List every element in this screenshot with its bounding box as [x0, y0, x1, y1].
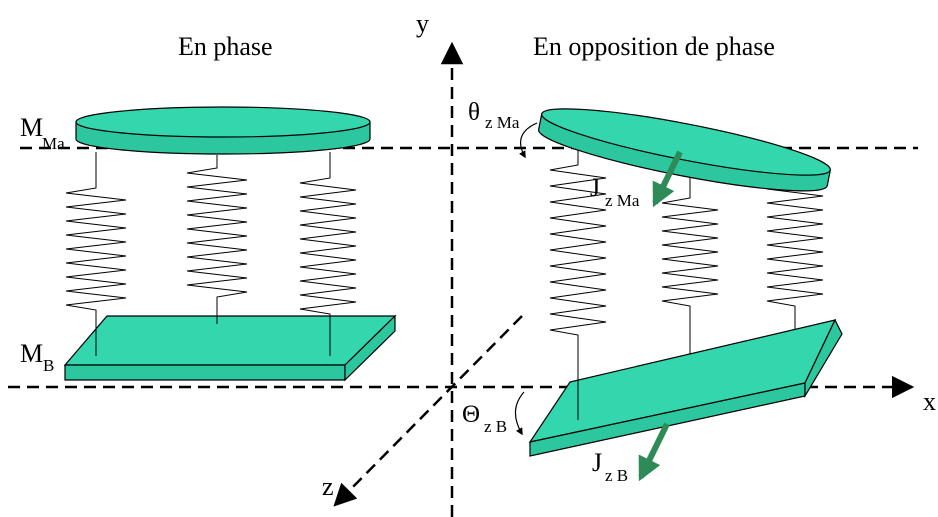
svg-text:J: J: [592, 448, 602, 477]
arrow-jz-b: [638, 422, 670, 482]
label-j-z-b: J z B: [592, 448, 628, 485]
label-theta-z-ma: θ z Ma: [468, 99, 520, 132]
svg-text:B: B: [43, 356, 54, 375]
label-mma: M Ma: [20, 113, 65, 153]
plate-mb-right: [528, 318, 843, 457]
spring-right-2: [766, 166, 824, 344]
label-j-z-ma: J z Ma: [590, 173, 640, 210]
svg-text:z B: z B: [484, 417, 507, 436]
spring-right-1: [299, 152, 357, 356]
x-axis-label: x: [923, 387, 936, 416]
disk-mma-right: [538, 108, 832, 192]
svg-text:J: J: [590, 173, 600, 202]
plate-mb-left: [63, 314, 397, 382]
svg-text:M: M: [20, 113, 43, 142]
svg-text:z B: z B: [605, 466, 628, 485]
spring-center-1: [186, 155, 248, 324]
z-axis-label: z: [322, 472, 334, 501]
spring-left-2: [549, 150, 607, 420]
arrow-jz-ma: [652, 150, 683, 208]
svg-text:z Ma: z Ma: [605, 191, 640, 210]
title-in-phase: En phase: [178, 32, 273, 61]
svg-text:z Ma: z Ma: [485, 113, 520, 132]
spring-left-1: [65, 152, 127, 356]
spring-center-2: [661, 170, 719, 363]
title-anti-phase: En opposition de phase: [533, 32, 775, 61]
svg-text:Θ: Θ: [462, 401, 480, 428]
rotation-arrow-theta-ma: [519, 122, 538, 159]
svg-text:θ: θ: [468, 99, 480, 126]
disk-mma-left: [75, 106, 371, 155]
label-theta-z-b: Θ z B: [462, 401, 507, 436]
y-axis-label: y: [416, 9, 429, 38]
rotation-arrow-theta-b: [514, 391, 525, 436]
svg-text:M: M: [20, 339, 43, 368]
label-mb: M B: [20, 339, 54, 375]
svg-text:Ma: Ma: [42, 134, 65, 153]
z-axis: [333, 315, 523, 507]
